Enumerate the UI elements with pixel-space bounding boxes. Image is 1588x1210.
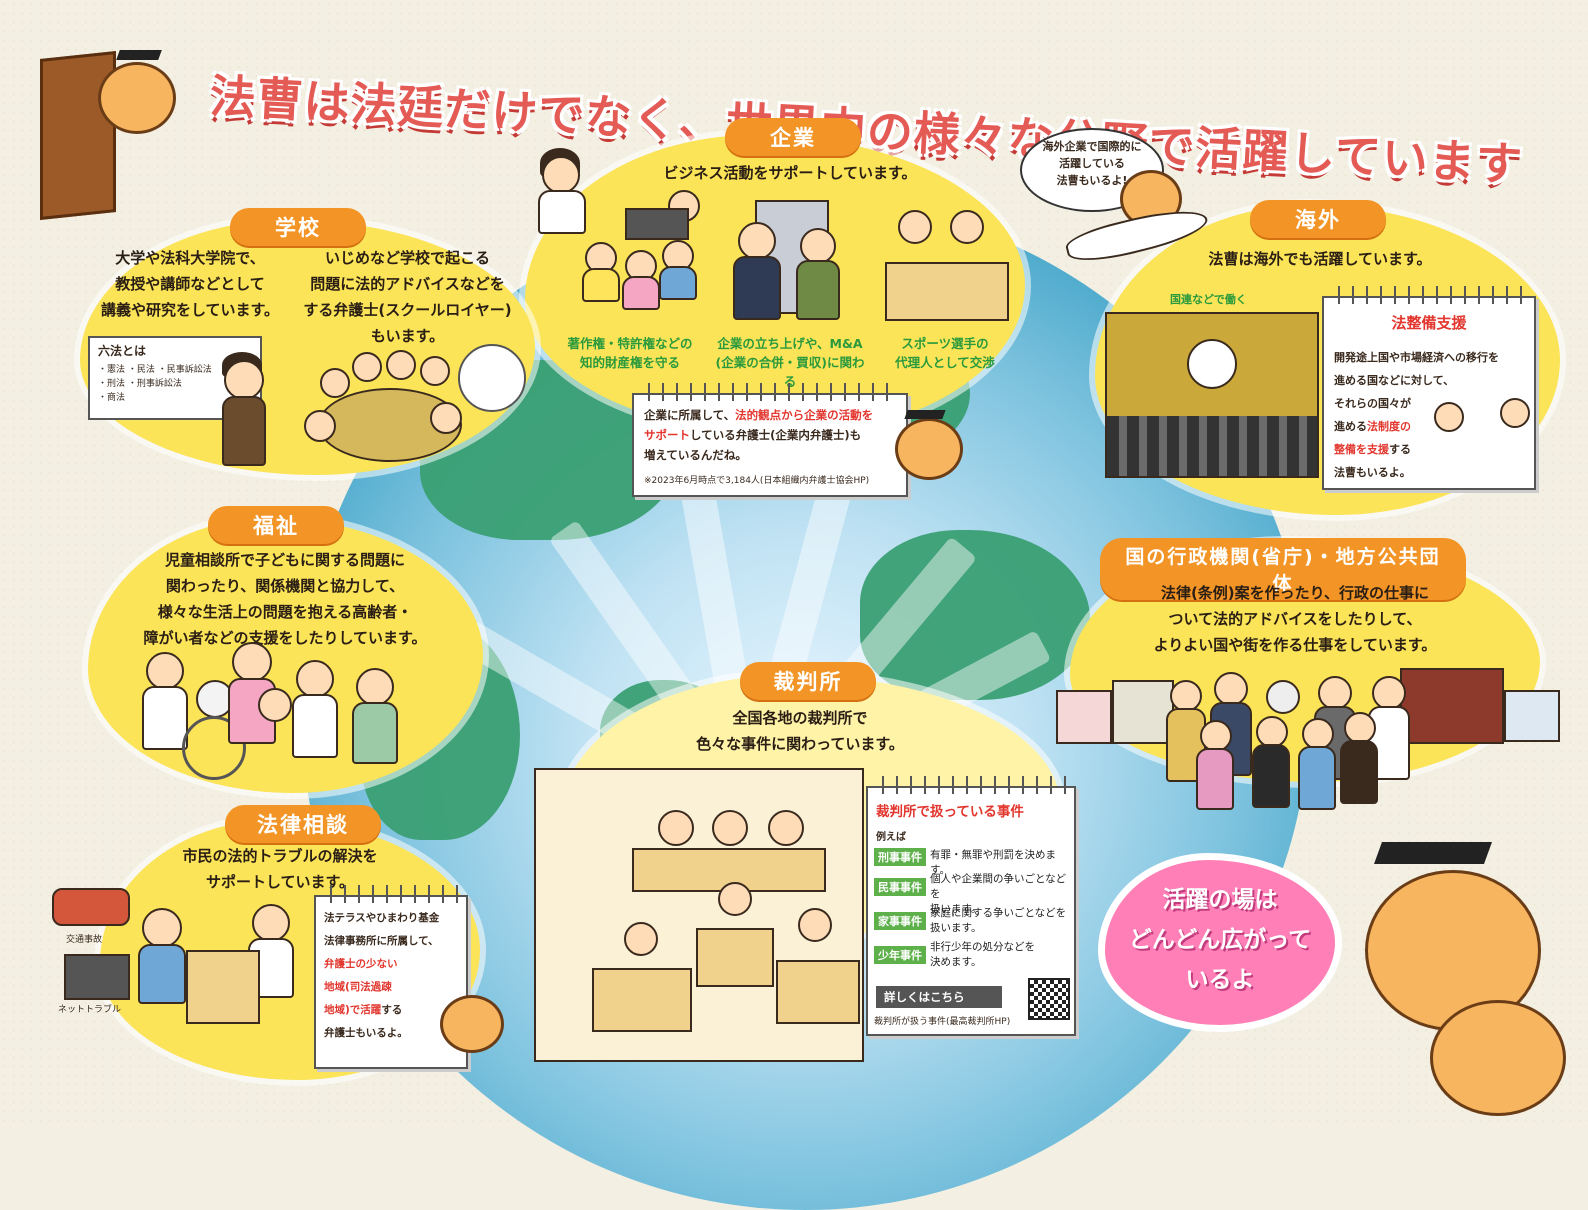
judge — [658, 810, 694, 846]
consultation-note-highlight: 地域)で活躍 — [324, 1004, 382, 1016]
court-lead: 全国各地の裁判所で 色々な事件に関わっています。 — [696, 709, 904, 753]
un-emblem-icon — [1187, 339, 1237, 389]
consultation-note-text: する — [381, 1004, 403, 1016]
house-icon — [1504, 690, 1560, 742]
company-caption-sports: スポーツ選手の 代理人として交渉 — [895, 336, 995, 370]
un-assembly-illustration — [1105, 312, 1319, 478]
consultation-note-highlight: 地域(司法過疎 — [324, 981, 392, 993]
overseas-lead: 法曹は海外でも活躍しています。 — [1208, 250, 1432, 268]
overseas-note-line: 進める国などに対して、 — [1334, 374, 1455, 387]
company-note-highlight: 法的観点から企業の活動を — [735, 408, 874, 422]
case-tag-criminal: 刑事事件 — [874, 848, 926, 866]
government-label: 国の行政機関(省庁)・地方公共団体 — [1100, 538, 1466, 600]
welfare-text: 児童相談所で子どもに関する問題に 関わったり、関係機関と協力して、 様々な生活上… — [143, 551, 427, 647]
squirrel-tail-icon — [1430, 1000, 1566, 1116]
traffic-accident-label: 交通事故 — [66, 935, 103, 945]
whiteboard-line: ・刑法 ・刑事訴訟法 — [98, 379, 182, 389]
graduation-cap-icon — [116, 50, 162, 60]
court-note-title: 裁判所で扱っている事件 — [876, 804, 1024, 820]
company-lead: ビジネス活動をサポートしています。 — [663, 164, 917, 182]
school-right-text: いじめなど学校で起こる 問題に法的アドバイスなどを する弁護士(スクールロイヤー… — [303, 249, 512, 345]
graduation-cap-icon — [904, 410, 946, 419]
more-details-button[interactable]: 詳しくはこちら — [876, 986, 1002, 1008]
laptop-icon — [64, 954, 130, 1000]
government-text: 法律(条例)案を作ったり、行政の仕事に ついて法的アドバイスをしたりして、 より… — [1153, 584, 1437, 654]
un-caption: 国連などで働く — [1170, 293, 1247, 306]
qr-code-icon[interactable] — [1028, 978, 1070, 1020]
wheelchair-icon — [182, 716, 246, 780]
squirrel-reading-icon — [895, 418, 963, 480]
consultation-note-line: 法律事務所に所属して、 — [324, 935, 439, 947]
pink-speech-cloud — [1105, 860, 1335, 1025]
squirrel-mascot-icon — [98, 62, 176, 134]
car-crash-icon — [52, 888, 130, 926]
land-mass — [860, 530, 1090, 700]
courtroom-illustration — [534, 768, 864, 1062]
consultation-label: 法律相談 — [225, 805, 381, 843]
company-note-text: している弁護士(企業内弁護士)も — [690, 428, 862, 442]
welfare-label: 福祉 — [208, 506, 344, 544]
counsel-table — [776, 960, 860, 1024]
case-desc: 家庭に関する争いごとなどを 扱います。 — [930, 907, 1067, 934]
case-desc: 有罪・無罪や刑罰を決めます。 — [930, 849, 1056, 876]
clerk — [718, 882, 752, 916]
overseas-note-line: それらの国々が — [1334, 397, 1411, 410]
bullying-thought-bubble — [458, 344, 526, 412]
consultation-note-line: 法テラスやひまわり基金 — [324, 912, 440, 924]
house-icon — [1112, 680, 1174, 744]
court-label: 裁判所 — [740, 662, 876, 700]
attorney — [798, 908, 832, 942]
court-note-source: 裁判所が扱う事件(最高裁判所HP) — [874, 1017, 1011, 1027]
net-trouble-label: ネットトラブル — [58, 1005, 122, 1015]
case-desc: 非行少年の処分などを 決めます。 — [930, 941, 1035, 968]
consultation-lead: 市民の法的トラブルの解決を サポートしています。 — [182, 847, 378, 891]
judge — [712, 810, 748, 846]
case-tag-juvenile: 少年事件 — [874, 946, 926, 964]
overseas-note: 法整備支援 開発途上国や市場経済への移行を 進める国などに対して、 それらの国々… — [1322, 286, 1536, 490]
whiteboard-title: 六法とは — [98, 344, 147, 358]
squirrel-flashlight-icon — [440, 995, 504, 1053]
company-note-text: 企業に所属して、 — [644, 408, 736, 422]
overseas-note-text: 進める — [1334, 420, 1367, 433]
court-note-example: 例えば — [876, 832, 906, 843]
house-icon — [1056, 690, 1112, 744]
company-caption-ip: 著作権・特許権などの 知的財産権を守る — [567, 336, 693, 370]
overseas-note-line: 法曹もいるよ。 — [1334, 466, 1411, 479]
whiteboard-line: ・商法 — [98, 393, 126, 403]
case-tag-family: 家事事件 — [874, 912, 926, 930]
company-note: 企業に所属して、法的観点から企業の活動を サポートしている弁護士(企業内弁護士)… — [632, 383, 908, 497]
whiteboard-line: ・憲法 ・民法 ・民事訴訟法 — [98, 365, 212, 375]
counsel-table — [592, 968, 692, 1032]
station-building-icon — [1400, 668, 1504, 744]
graduation-cap-icon — [1373, 842, 1493, 864]
consultation-note: 法テラスやひまわり基金 法律事務所に所属して、 弁護士の少ない 地域(司法過疎 … — [314, 885, 468, 1069]
company-label: 企業 — [725, 118, 861, 156]
overseas-note-line: 開発途上国や市場経済への移行を — [1334, 351, 1499, 364]
court-cases-note: 裁判所で扱っている事件 例えば 刑事事件 有罪・無罪や刑罰を決めます。 民事事件… — [866, 776, 1076, 1036]
case-desc: 個人や企業間の争いごとなどを 扱います。 — [930, 873, 1067, 915]
consultation-note-line: 弁護士もいるよ。 — [324, 1027, 408, 1039]
overseas-note-title: 法整備支援 — [1391, 314, 1467, 332]
company-note-text: 増えているんだね。 — [644, 448, 747, 462]
company-note-highlight: サポート — [644, 428, 690, 442]
consultation-note-highlight: 弁護士の少ない — [324, 958, 398, 970]
judge — [768, 810, 804, 846]
clerk-desk — [696, 928, 774, 987]
company-note-source: ※2023年6月時点で3,184人(日本組織内弁護士協会HP) — [644, 476, 870, 486]
overseas-note-text: する — [1389, 443, 1411, 456]
overseas-note-highlight: 法制度の — [1367, 420, 1411, 433]
school-label: 学校 — [230, 208, 366, 246]
pink-bubble-text: 活躍の場は どんどん広がって いるよ — [1128, 887, 1312, 993]
school-left-text: 大学や法科大学院で、 教授や講師などとして 講義や研究をしています。 — [100, 249, 280, 319]
overseas-note-highlight: 整備を支援 — [1334, 443, 1389, 456]
case-tag-civil: 民事事件 — [874, 878, 926, 896]
overseas-label: 海外 — [1250, 200, 1386, 238]
attorney — [624, 922, 658, 956]
